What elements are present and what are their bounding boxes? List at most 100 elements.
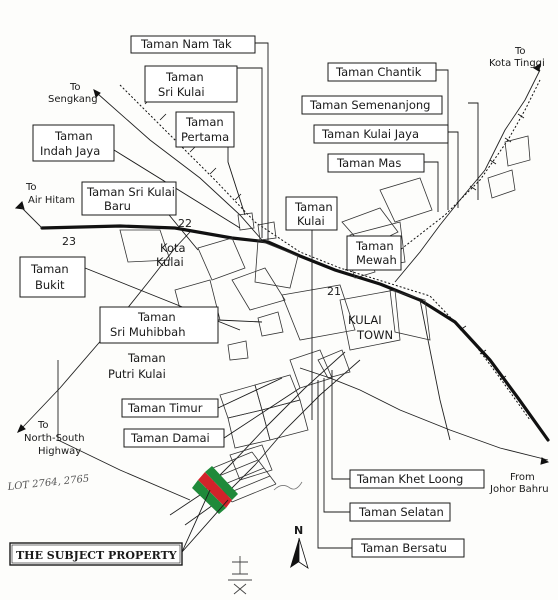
label-text: Baru (104, 199, 131, 213)
subject-property-green-2 (192, 480, 226, 514)
label-taman-pertama: Taman Pertama (175, 111, 235, 148)
direction-arrows (14, 62, 550, 465)
direction-text: To (69, 82, 81, 93)
label-text: Taman Nam Tak (140, 37, 232, 51)
label-text: Putri Kulai (108, 367, 166, 381)
road-to-north-south (21, 231, 191, 429)
label-taman-bersatu: Taman Bersatu (351, 538, 465, 558)
arrow-sengkang (93, 89, 101, 98)
label-text: Sri Kulai (158, 85, 205, 99)
direction-kota-tinggi: To Kota Tinggi (489, 46, 545, 69)
label-text: Taman (165, 70, 204, 84)
road-to-sengkang (97, 93, 263, 241)
label-text: Taman Mas (336, 156, 401, 170)
label-text: Indah Jaya (40, 144, 100, 158)
label-taman-chantik: Taman Chantik (327, 62, 437, 82)
road-to-kota-tinggi (394, 69, 541, 283)
label-text: Taman (294, 200, 333, 214)
label-text: Taman (127, 351, 166, 365)
label-taman-mewah: Taman Mewah (346, 235, 402, 271)
arrow-air-hitam (14, 201, 25, 210)
label-taman-kulai-jaya: Taman Kulai Jaya (313, 124, 449, 144)
label-text: Taman (54, 129, 93, 143)
direction-north-south: To North-South Highway (24, 420, 85, 457)
label-taman-semenanjong: Taman Semenanjong (301, 95, 443, 115)
label-text: Taman Sri Kulai (86, 185, 175, 199)
label-taman-sri-muhibbah: Taman Sri Muhibbah (99, 306, 219, 344)
road-number-23: 23 (62, 235, 76, 248)
label-text: Kulai (156, 255, 184, 269)
stamp-scribble (228, 556, 252, 595)
road-number-21: 21 (327, 285, 341, 298)
label-text: Taman (137, 310, 176, 324)
label-kota-kulai: Kota Kulai (156, 241, 186, 269)
label-taman-selatan: Taman Selatan (349, 502, 451, 522)
handwritten-lot-note: LOT 2764, 2765 (6, 473, 90, 493)
label-taman-indah-jaya: Taman Indah Jaya (32, 124, 115, 162)
direction-text: Highway (38, 446, 81, 457)
label-taman-damai: Taman Damai (123, 428, 225, 448)
label-text: Bukit (35, 278, 65, 292)
label-text: Taman Damai (130, 431, 210, 445)
arrow-north-south (17, 424, 26, 433)
label-taman-bukit: Taman Bukit (19, 256, 86, 298)
label-subject-property: THE SUBJECT PROPERTY (9, 542, 183, 566)
direction-text: To (514, 46, 526, 57)
east-boundary (419, 299, 451, 441)
leader-lines (84, 42, 479, 553)
label-taman-nam-tak: Taman Nam Tak (130, 35, 256, 54)
subject-property-red (198, 472, 232, 508)
north-letter: N (294, 524, 303, 537)
label-taman-khet-loong: Taman Khet Loong (349, 469, 485, 489)
arrow-johor-bahru (540, 457, 550, 465)
road-number-22: 22 (178, 217, 192, 230)
land-parcels (119, 135, 531, 481)
label-text: Taman Kulai Jaya (321, 127, 419, 141)
subject-property-marker (192, 466, 238, 514)
label-text: THE SUBJECT PROPERTY (16, 549, 177, 562)
direction-johor-bahru: From Johor Bahru (489, 472, 549, 495)
railway-line-ne (344, 79, 541, 271)
label-text: Kota (160, 241, 186, 255)
road-network (21, 69, 550, 526)
label-text: KULAI (348, 313, 382, 327)
label-text: Sri Muhibbah (110, 325, 186, 339)
direction-text: Sengkang (48, 94, 98, 105)
direction-sengkang: To Sengkang (48, 82, 98, 105)
road-from-johor-bahru (299, 367, 549, 461)
label-text: Kulai (297, 214, 325, 228)
label-text: Taman Timur (127, 401, 203, 415)
label-text: Pertama (181, 130, 229, 144)
railway-ticks (144, 97, 525, 381)
label-taman-timur: Taman Timur (121, 398, 219, 418)
label-text: Taman (30, 262, 69, 276)
label-text: Taman Chantik (335, 65, 422, 79)
direction-text: To (37, 420, 49, 431)
label-taman-putri-kulai: Taman Putri Kulai (108, 351, 166, 381)
direction-air-hitam: To Air Hitam (25, 182, 75, 206)
direction-text: Air Hitam (28, 195, 75, 206)
label-text: Taman (185, 115, 224, 129)
label-taman-mas: Taman Mas (327, 153, 425, 173)
label-taman-sri-kulai: Taman Sri Kulai (144, 65, 238, 103)
arrow-kota-tinggi (533, 62, 541, 72)
direction-text: Kota Tinggi (489, 58, 545, 69)
north-arrow: N (290, 524, 309, 569)
label-text: Taman Semenanjong (309, 98, 430, 112)
label-text: Taman (355, 239, 394, 253)
direction-text: To (25, 182, 37, 193)
north-arrow-icon (290, 538, 299, 568)
direction-text: From (510, 472, 535, 483)
label-kulai-town: KULAI TOWN (348, 313, 393, 342)
label-text: Taman Selatan (358, 505, 444, 519)
handwritten-mark (273, 481, 303, 491)
main-trunk-road (40, 224, 550, 442)
direction-text: Johor Bahru (489, 484, 549, 495)
direction-text: North-South (24, 433, 85, 444)
subject-property-green (205, 466, 238, 500)
label-text: Taman Khet Loong (356, 472, 463, 486)
label-taman-kulai: Taman Kulai (285, 196, 338, 231)
air-hitam-spur (19, 205, 43, 229)
label-taman-sri-kulai-baru: Taman Sri Kulai Baru (81, 181, 177, 216)
